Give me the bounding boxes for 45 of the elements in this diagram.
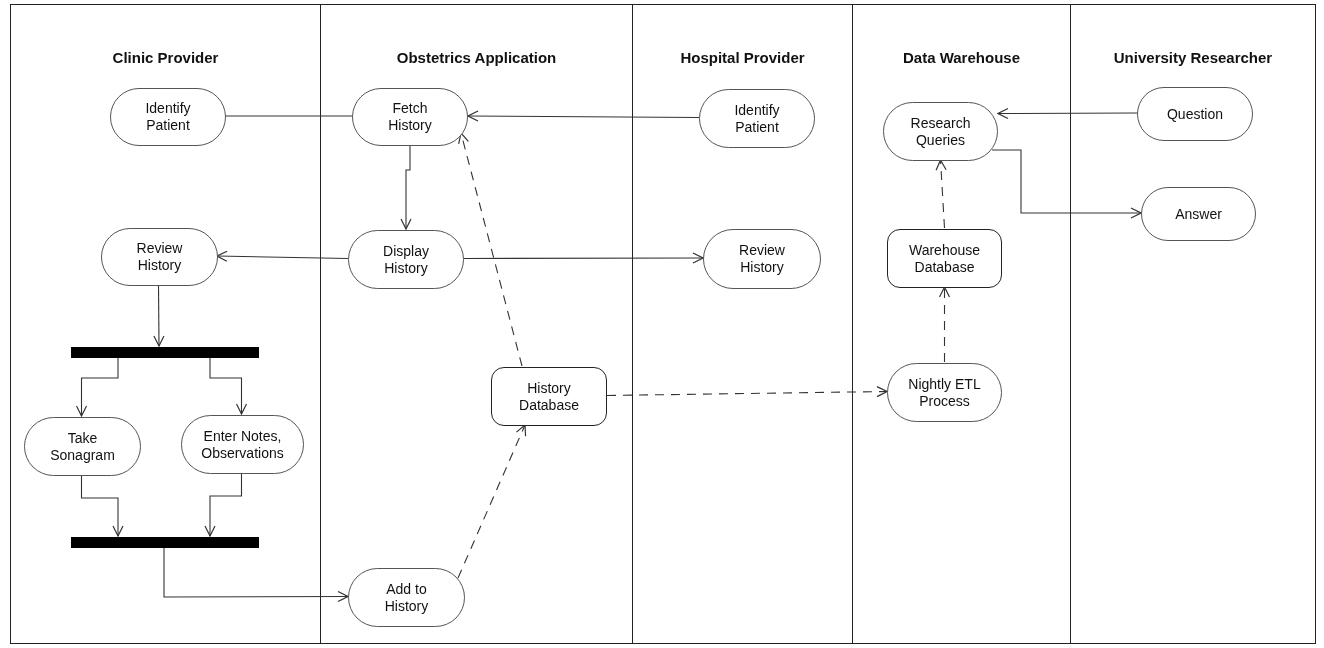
dashed-arrow (458, 132, 523, 367)
activity-node: Answer (1141, 187, 1256, 241)
dashed-arrow (938, 286, 951, 363)
arrow (209, 356, 248, 415)
swimlane (321, 4, 633, 644)
lane-heading: Clinic Provider (111, 49, 220, 66)
activity-node: Review History (101, 228, 218, 286)
activity-node: Identify Patient (699, 89, 815, 148)
activity-node: Nightly ETL Process (887, 363, 1002, 422)
activity-node: Fetch History (352, 88, 468, 146)
database-box: History Database (491, 367, 607, 426)
swimlane (10, 4, 321, 644)
arrow (163, 546, 349, 603)
arrow (991, 149, 1142, 219)
dashed-arrow (935, 159, 947, 229)
lane-heading: Obstetrics Application (395, 49, 558, 66)
arrow (997, 107, 1138, 120)
swimlane (1071, 4, 1316, 644)
arrow (75, 356, 119, 417)
arrow (80, 474, 124, 537)
connector-line (224, 115, 353, 117)
activity-node: Question (1137, 87, 1253, 141)
activity-node: Add to History (348, 568, 465, 627)
arrow (467, 110, 700, 122)
activity-node: Display History (348, 230, 464, 289)
swimlane (853, 4, 1071, 644)
arrow (400, 144, 412, 230)
activity-node: Research Queries (883, 102, 998, 161)
lane-heading: University Researcher (1112, 49, 1274, 66)
dashed-arrow (606, 386, 888, 398)
database-box: Warehouse Database (887, 229, 1002, 288)
arrow (204, 472, 243, 537)
synchronization-bar (71, 537, 259, 548)
dashed-arrow (457, 424, 527, 579)
swimlane (633, 4, 853, 644)
activity-node: Identify Patient (110, 88, 226, 146)
activity-node: Review History (703, 229, 821, 289)
activity-node: Take Sonagram (24, 417, 141, 476)
lane-heading: Data Warehouse (902, 49, 1021, 66)
arrow (216, 250, 349, 262)
arrow (463, 252, 704, 264)
synchronization-bar (71, 347, 259, 358)
activity-node: Enter Notes, Observations (181, 415, 304, 474)
lane-heading: Hospital Provider (679, 49, 806, 66)
arrow (153, 284, 165, 347)
